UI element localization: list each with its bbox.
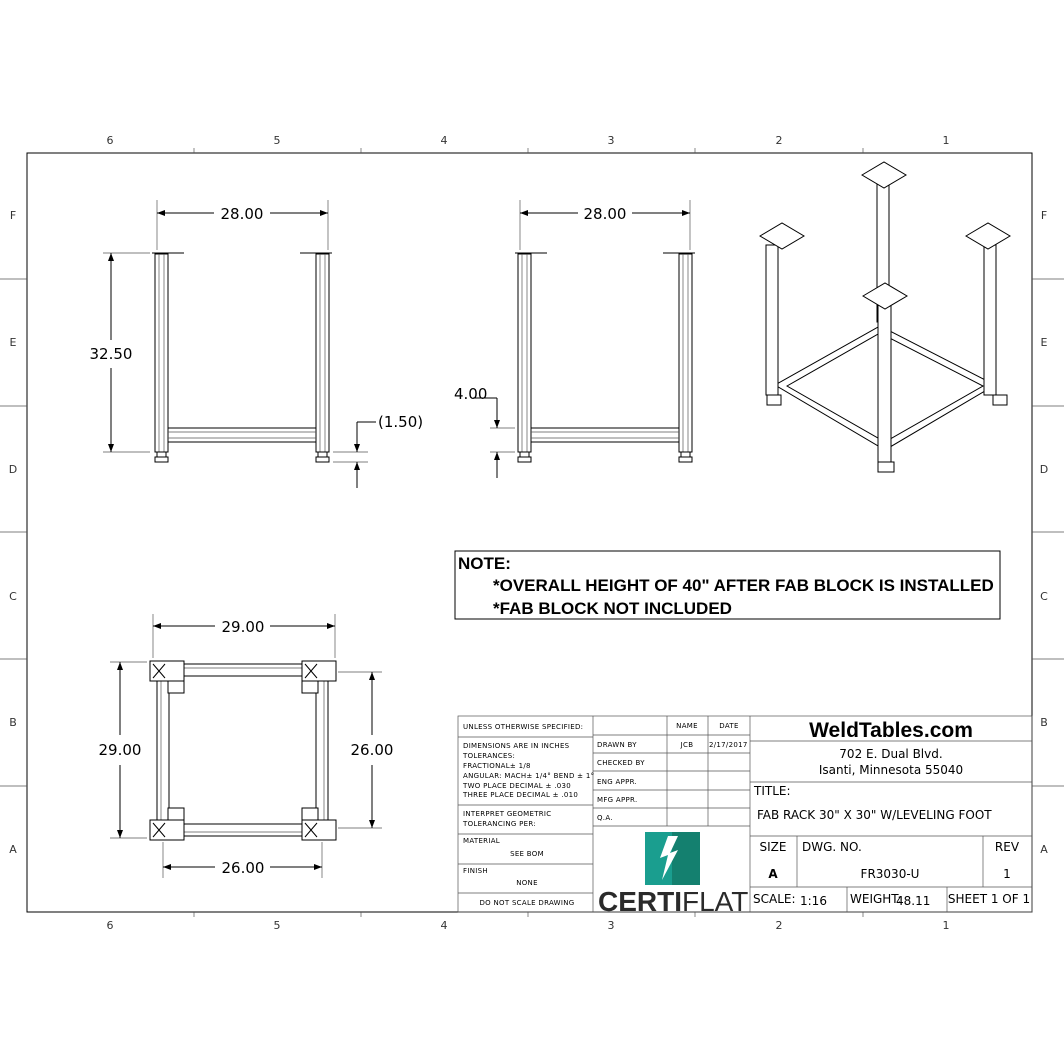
tolerance-line: ANGULAR: MACH± 1/4° BEND ± 1° (463, 772, 594, 780)
weight-value: 48.11 (896, 894, 930, 908)
top-view: 29.00 29.00 26.00 26.00 (99, 614, 394, 878)
weight-label: WEIGHT: (850, 892, 901, 906)
zone-col: 4 (441, 134, 448, 147)
zone-col: 6 (107, 134, 114, 147)
zone-row: B (9, 716, 17, 729)
drawing-number: FR3030-U (861, 867, 920, 881)
dwg-no-label: DWG. NO. (802, 840, 862, 854)
drawn-by-date: 2/17/2017 (709, 741, 748, 749)
zone-row: D (9, 463, 17, 476)
unless-specified-label: UNLESS OTHERWISE SPECIFIED: (463, 723, 583, 731)
front-height-dimension: 32.50 (90, 345, 133, 363)
zone-row: C (9, 590, 17, 603)
tolerance-line: DIMENSIONS ARE IN INCHES (463, 742, 570, 750)
inner-width-dimension: 26.00 (222, 859, 265, 877)
finish-value: NONE (516, 879, 538, 887)
scale-value: 1:16 (800, 894, 827, 908)
scale-label: SCALE: (753, 892, 796, 906)
approval-label: CHECKED BY (597, 759, 645, 767)
rail-height-dimension: 4.00 (454, 385, 487, 403)
zone-col: 3 (608, 919, 615, 932)
top-depth-dimension: 29.00 (99, 741, 142, 759)
certiflat-logo: CERTIFLAT (598, 832, 748, 917)
title-label: TITLE: (753, 784, 791, 798)
do-not-scale-label: DO NOT SCALE DRAWING (479, 899, 574, 907)
zone-col: 4 (441, 919, 448, 932)
note-line: *FAB BLOCK NOT INCLUDED (493, 599, 732, 618)
zone-col: 3 (608, 134, 615, 147)
title-block: UNLESS OTHERWISE SPECIFIED: DIMENSIONS A… (457, 715, 1033, 917)
drawn-by-name: JCB (680, 741, 694, 749)
inner-depth-dimension: 26.00 (351, 741, 394, 759)
note-line: *OVERALL HEIGHT OF 40" AFTER FAB BLOCK I… (493, 576, 994, 595)
zone-row: E (10, 336, 17, 349)
foot-height-dimension: (1.50) (378, 413, 423, 431)
logo-text-bold: CERTI (598, 886, 682, 917)
tolerance-line: TOLERANCES: (462, 752, 515, 760)
interpret-label: TOLERANCING PER: (462, 820, 536, 828)
tolerance-line: TWO PLACE DECIMAL ± .030 (462, 782, 571, 790)
approval-label: DRAWN BY (597, 741, 637, 749)
zone-row: A (9, 843, 17, 856)
zone-col: 6 (107, 919, 114, 932)
zone-col: 1 (943, 919, 950, 932)
isometric-view (759, 161, 1011, 473)
zone-col: 2 (776, 134, 783, 147)
side-width-dimension: 28.00 (584, 205, 627, 223)
zone-col: 2 (776, 919, 783, 932)
zone-row: B (1040, 716, 1048, 729)
side-view: 28.00 4.00 (454, 200, 695, 478)
tolerance-line: FRACTIONAL± 1/8 (463, 762, 531, 770)
company-name: WeldTables.com (809, 719, 973, 742)
tolerance-line: THREE PLACE DECIMAL ± .010 (462, 791, 578, 799)
zone-row: C (1040, 590, 1048, 603)
material-value: SEE BOM (510, 850, 544, 858)
note-heading: NOTE: (458, 554, 511, 573)
name-header: NAME (676, 722, 698, 730)
logo-text-light: FLAT (682, 886, 748, 917)
top-width-dimension: 29.00 (222, 618, 265, 636)
zone-col: 5 (274, 919, 281, 932)
zone-col: 1 (943, 134, 950, 147)
sheet-number: SHEET 1 OF 1 (948, 892, 1030, 906)
note-box: NOTE: *OVERALL HEIGHT OF 40" AFTER FAB B… (454, 550, 1001, 620)
drawing-title: FAB RACK 30" X 30" W/LEVELING FOOT (757, 808, 992, 822)
rev-value: 1 (1003, 867, 1011, 881)
approval-label: ENG APPR. (597, 778, 637, 786)
address-line: Isanti, Minnesota 55040 (819, 763, 963, 777)
zone-row: E (1041, 336, 1048, 349)
rev-label: REV (995, 840, 1020, 854)
zone-row: F (10, 209, 16, 222)
approval-label: Q.A. (597, 814, 613, 822)
svg-text:CERTIFLAT: CERTIFLAT (598, 886, 748, 917)
front-width-dimension: 28.00 (221, 205, 264, 223)
size-value: A (768, 867, 778, 881)
front-view: 28.00 32.50 (1.50) (90, 200, 423, 488)
zone-row: A (1040, 843, 1048, 856)
interpret-label: INTERPRET GEOMETRIC (463, 810, 551, 818)
zone-row: D (1040, 463, 1048, 476)
size-label: SIZE (760, 840, 787, 854)
address-line: 702 E. Dual Blvd. (839, 747, 942, 761)
material-label: MATERIAL (463, 837, 500, 845)
approval-label: MFG APPR. (597, 796, 638, 804)
zone-col: 5 (274, 134, 281, 147)
date-header: DATE (719, 722, 738, 730)
finish-label: FINISH (463, 867, 488, 875)
zone-row: F (1041, 209, 1047, 222)
